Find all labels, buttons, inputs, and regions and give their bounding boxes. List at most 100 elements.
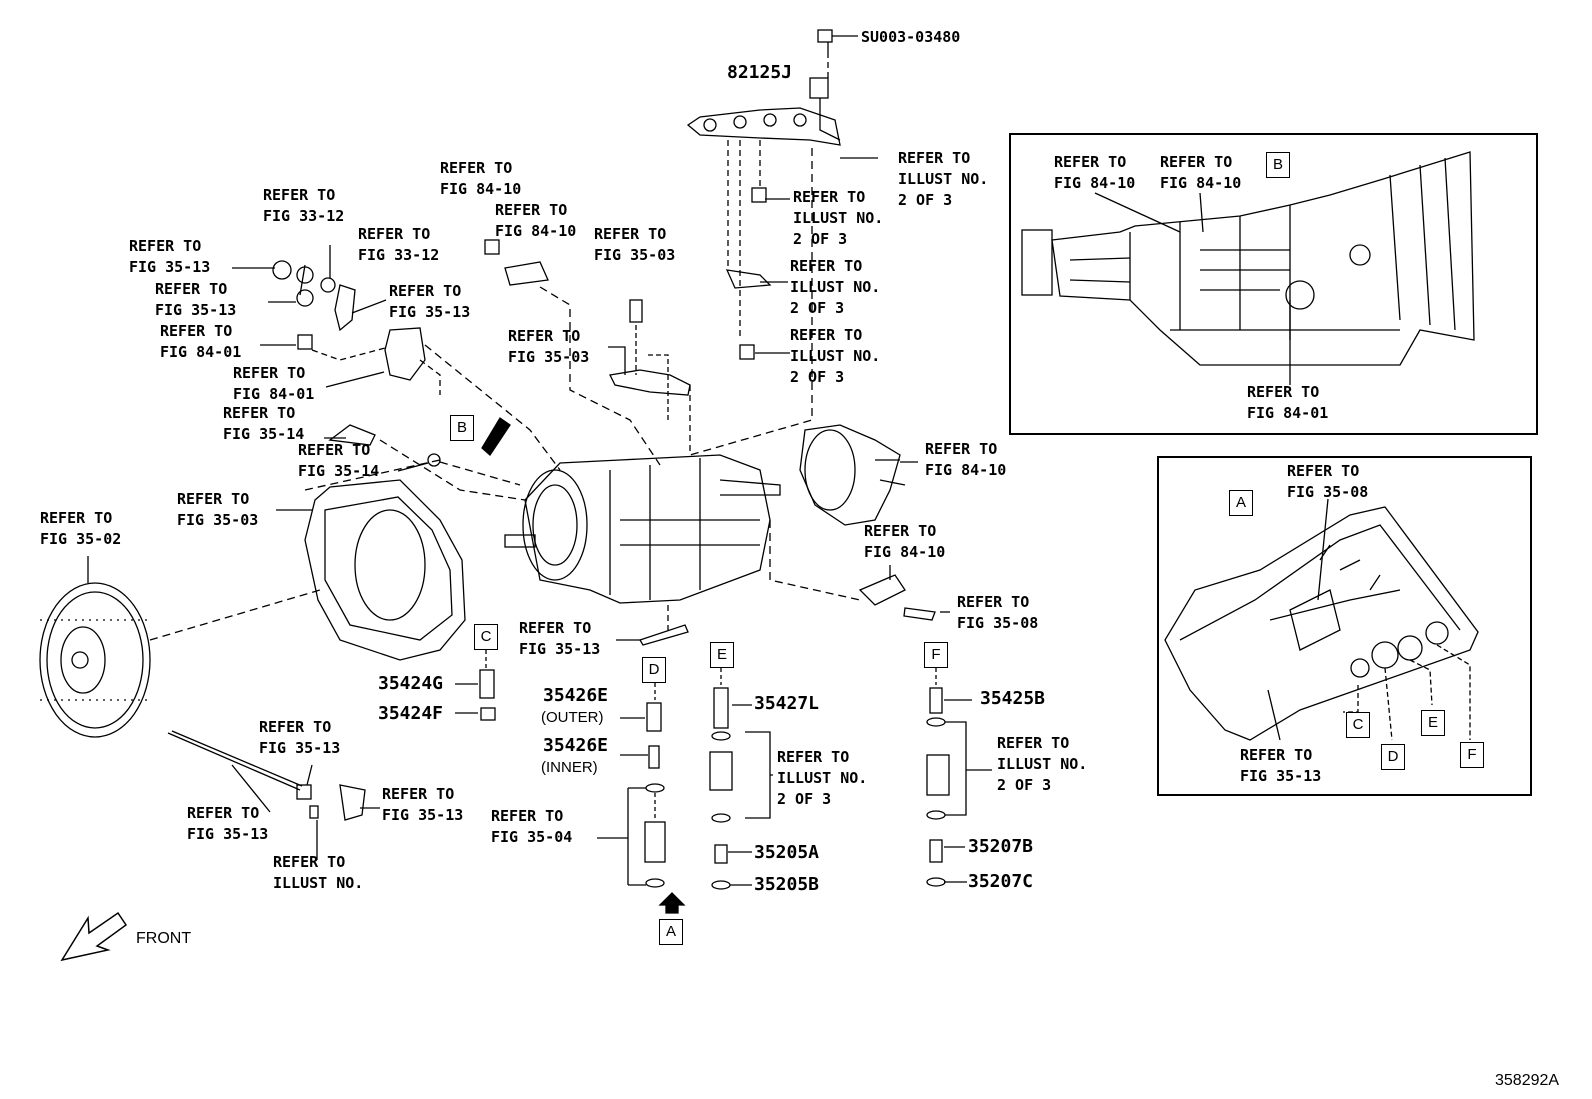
refer-line: FIG 33-12	[263, 207, 345, 225]
extension-housing-drawing	[799, 424, 906, 526]
diagram-id: 358292A	[1495, 1072, 1560, 1089]
bell-housing-drawing	[304, 479, 466, 661]
part-number-35427l: 35427L	[754, 693, 820, 714]
refer-line: 2 OF 3	[790, 368, 845, 386]
inset-box-c: C	[1346, 712, 1370, 738]
refer-line: REFER TO	[1240, 746, 1313, 764]
refer-line: FIG 35-08	[1287, 483, 1369, 501]
refer-line: REFER TO	[187, 804, 260, 822]
refer-line: REFER TO	[519, 619, 592, 637]
callout-box-a: A	[659, 919, 683, 945]
refer-line: REFER TO	[491, 807, 564, 825]
inset-box-f: F	[1460, 742, 1484, 768]
refer-label: REFER TO ILLUST NO. 2 OF 3	[997, 733, 1087, 796]
refer-line: REFER TO	[160, 322, 233, 340]
refer-line: REFER TO	[1247, 383, 1320, 401]
refer-line: REFER TO	[1160, 153, 1233, 171]
refer-line: REFER TO	[389, 282, 462, 300]
refer-line: FIG 35-14	[298, 462, 380, 480]
refer-line: FIG 35-13	[382, 806, 464, 824]
part-number-35424f: 35424F	[378, 703, 444, 724]
transmission-drawing	[504, 454, 781, 604]
wiring-harness-drawing	[686, 77, 841, 146]
refer-line: ILLUST NO.	[790, 278, 881, 296]
refer-label: REFER TO FIG 84-10	[495, 200, 576, 242]
callout-box-b: B	[450, 415, 474, 441]
refer-line: FIG 35-03	[177, 511, 259, 529]
refer-line: FIG 84-01	[233, 385, 315, 403]
refer-line: REFER TO	[263, 186, 336, 204]
refer-line: FIG 35-03	[594, 246, 676, 264]
refer-label: REFER TO FIG 84-10	[1054, 152, 1135, 194]
refer-line: REFER TO	[925, 440, 998, 458]
refer-line: REFER TO	[440, 159, 513, 177]
refer-label: REFER TO FIG 84-01	[1247, 382, 1328, 424]
refer-line: REFER TO	[155, 280, 228, 298]
torque-converter-drawing	[39, 582, 151, 738]
part-number-35426e-outer: 35426E	[543, 685, 609, 706]
inset-box-e: E	[1421, 710, 1445, 736]
refer-line: FIG 33-12	[358, 246, 440, 264]
part-number-su003-03480: SU003-03480	[861, 28, 961, 46]
refer-line: REFER TO	[793, 188, 866, 206]
refer-line: REFER TO	[957, 593, 1030, 611]
refer-line: FIG 35-13	[389, 303, 471, 321]
refer-label: REFER TO FIG 84-10	[440, 158, 521, 200]
refer-line: 2 OF 3	[790, 299, 845, 317]
refer-line: REFER TO	[508, 327, 581, 345]
refer-line: 2 OF 3	[997, 776, 1052, 794]
inset-box-d: D	[1381, 744, 1405, 770]
part-number-35425b: 35425B	[980, 688, 1046, 709]
inset-box-a: A	[1229, 490, 1253, 516]
refer-line: REFER TO	[1054, 153, 1127, 171]
refer-line: FIG 35-13	[187, 825, 269, 843]
refer-line: FIG 84-10	[495, 222, 577, 240]
refer-line: FIG 35-13	[1240, 767, 1322, 785]
inset-a-frame	[1157, 456, 1532, 796]
part-number-82125j: 82125J	[727, 62, 793, 83]
refer-line: 2 OF 3	[777, 790, 832, 808]
refer-line: FIG 84-10	[1054, 174, 1136, 192]
part-number-35207c: 35207C	[968, 871, 1034, 892]
refer-line: REFER TO	[997, 734, 1070, 752]
refer-line: FIG 35-02	[40, 530, 122, 548]
refer-label: REFER TO FIG 35-13	[155, 279, 236, 321]
refer-label: REFER TO FIG 33-12	[358, 224, 439, 266]
refer-label: REFER TO FIG 84-01	[233, 363, 314, 405]
refer-line: ILLUST NO.	[777, 769, 868, 787]
refer-line: 2 OF 3	[898, 191, 953, 209]
refer-line: REFER TO	[495, 201, 568, 219]
refer-line: REFER TO	[790, 257, 863, 275]
refer-line: FIG 84-10	[440, 180, 522, 198]
refer-line: FIG 35-13	[129, 258, 211, 276]
inset-box-b: B	[1266, 152, 1290, 178]
refer-label: REFER TO FIG 35-13	[1240, 745, 1321, 787]
refer-label: REFER TO FIG 35-13	[389, 281, 470, 323]
refer-label: REFER TO ILLUST NO. 2 OF 3	[790, 256, 880, 319]
refer-line: REFER TO	[233, 364, 306, 382]
refer-line: FIG 84-01	[1247, 404, 1329, 422]
callout-box-c: C	[474, 624, 498, 650]
refer-line: REFER TO	[864, 522, 937, 540]
refer-line: REFER TO	[259, 718, 332, 736]
refer-line: FIG 35-13	[155, 301, 237, 319]
callout-box-e: E	[710, 642, 734, 668]
refer-line: REFER TO	[129, 237, 202, 255]
refer-line: ILLUST NO.	[793, 209, 884, 227]
refer-line: REFER TO	[358, 225, 431, 243]
refer-line: ILLUST NO.	[997, 755, 1088, 773]
